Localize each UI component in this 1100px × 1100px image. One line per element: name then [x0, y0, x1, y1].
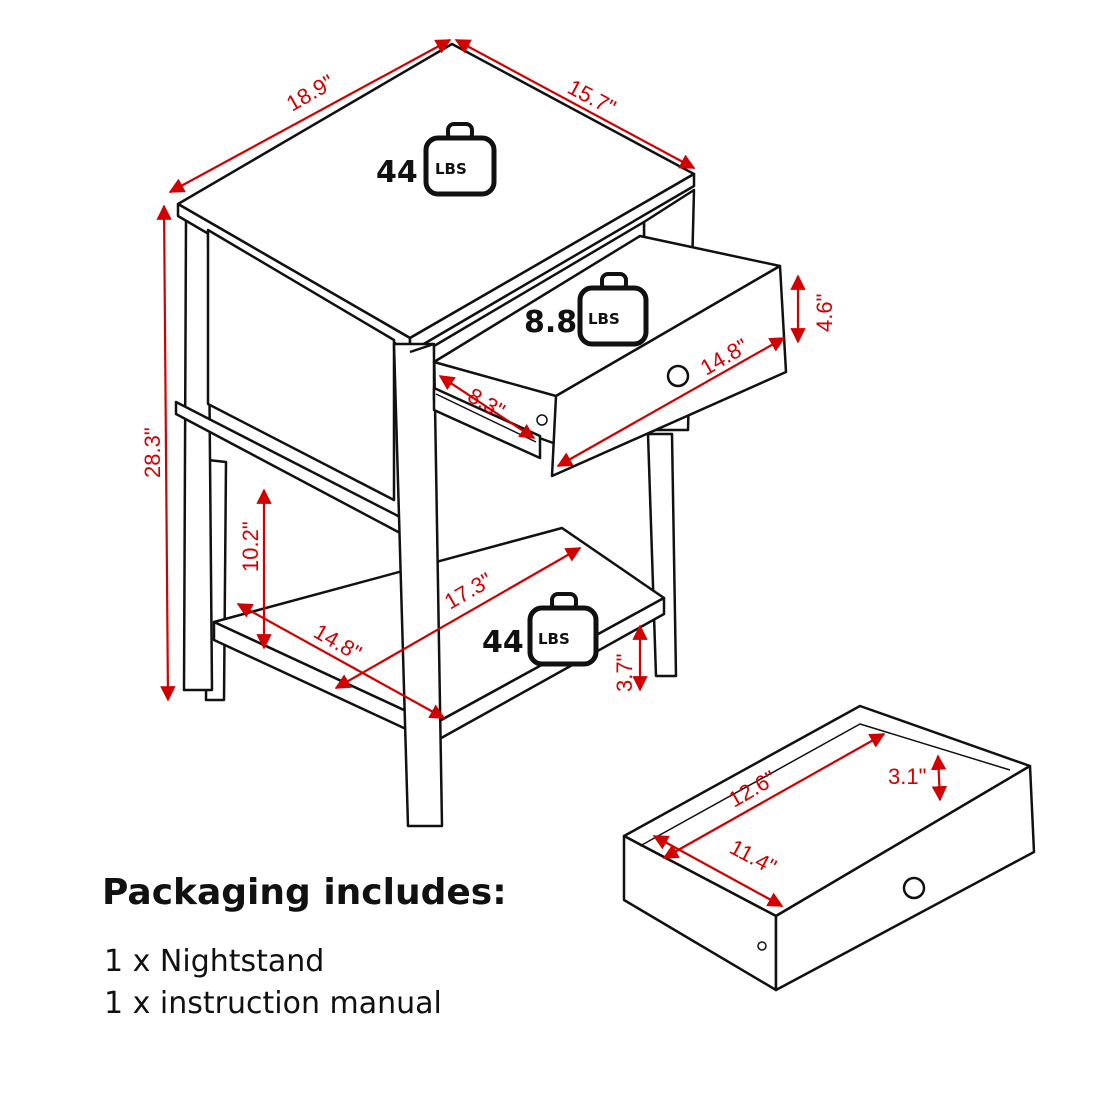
dim-drawer-inner-height: 3.1": [888, 764, 926, 789]
weight-top-unit: LBS: [435, 160, 467, 178]
weight-shelf-unit: LBS: [538, 630, 570, 648]
dim-total-height: 28.3": [140, 427, 165, 478]
dim-top-depth: 18.9": [282, 69, 338, 116]
weight-icon: LBS: [577, 272, 649, 347]
packaging-item-nightstand: 1 x Nightstand: [104, 944, 325, 979]
weight-badge-drawer: 8.8 LBS: [524, 272, 649, 347]
dimension-lines: [156, 39, 948, 907]
weight-badge-top: 44 LBS: [376, 122, 497, 197]
weight-drawer-unit: LBS: [588, 310, 620, 328]
dim-shelf-clearance: 10.2": [238, 521, 263, 572]
weight-icon: LBS: [527, 592, 599, 667]
packaging-item-manual: 1 x instruction manual: [104, 986, 442, 1021]
weight-top-value: 44: [376, 155, 418, 190]
drawer-knob: [666, 364, 690, 388]
packaging-heading: Packaging includes:: [102, 872, 507, 913]
dim-drawer-height: 4.6": [812, 294, 837, 332]
drawer-detail: [622, 704, 1036, 992]
dim-ground-clearance: 3.7": [612, 654, 637, 692]
weight-badge-shelf: 44 LBS: [482, 592, 599, 667]
weight-icon: LBS: [423, 122, 497, 197]
weight-drawer-value: 8.8: [524, 305, 577, 340]
weight-shelf-value: 44: [482, 625, 524, 660]
drawer-detail-knob: [902, 876, 926, 900]
